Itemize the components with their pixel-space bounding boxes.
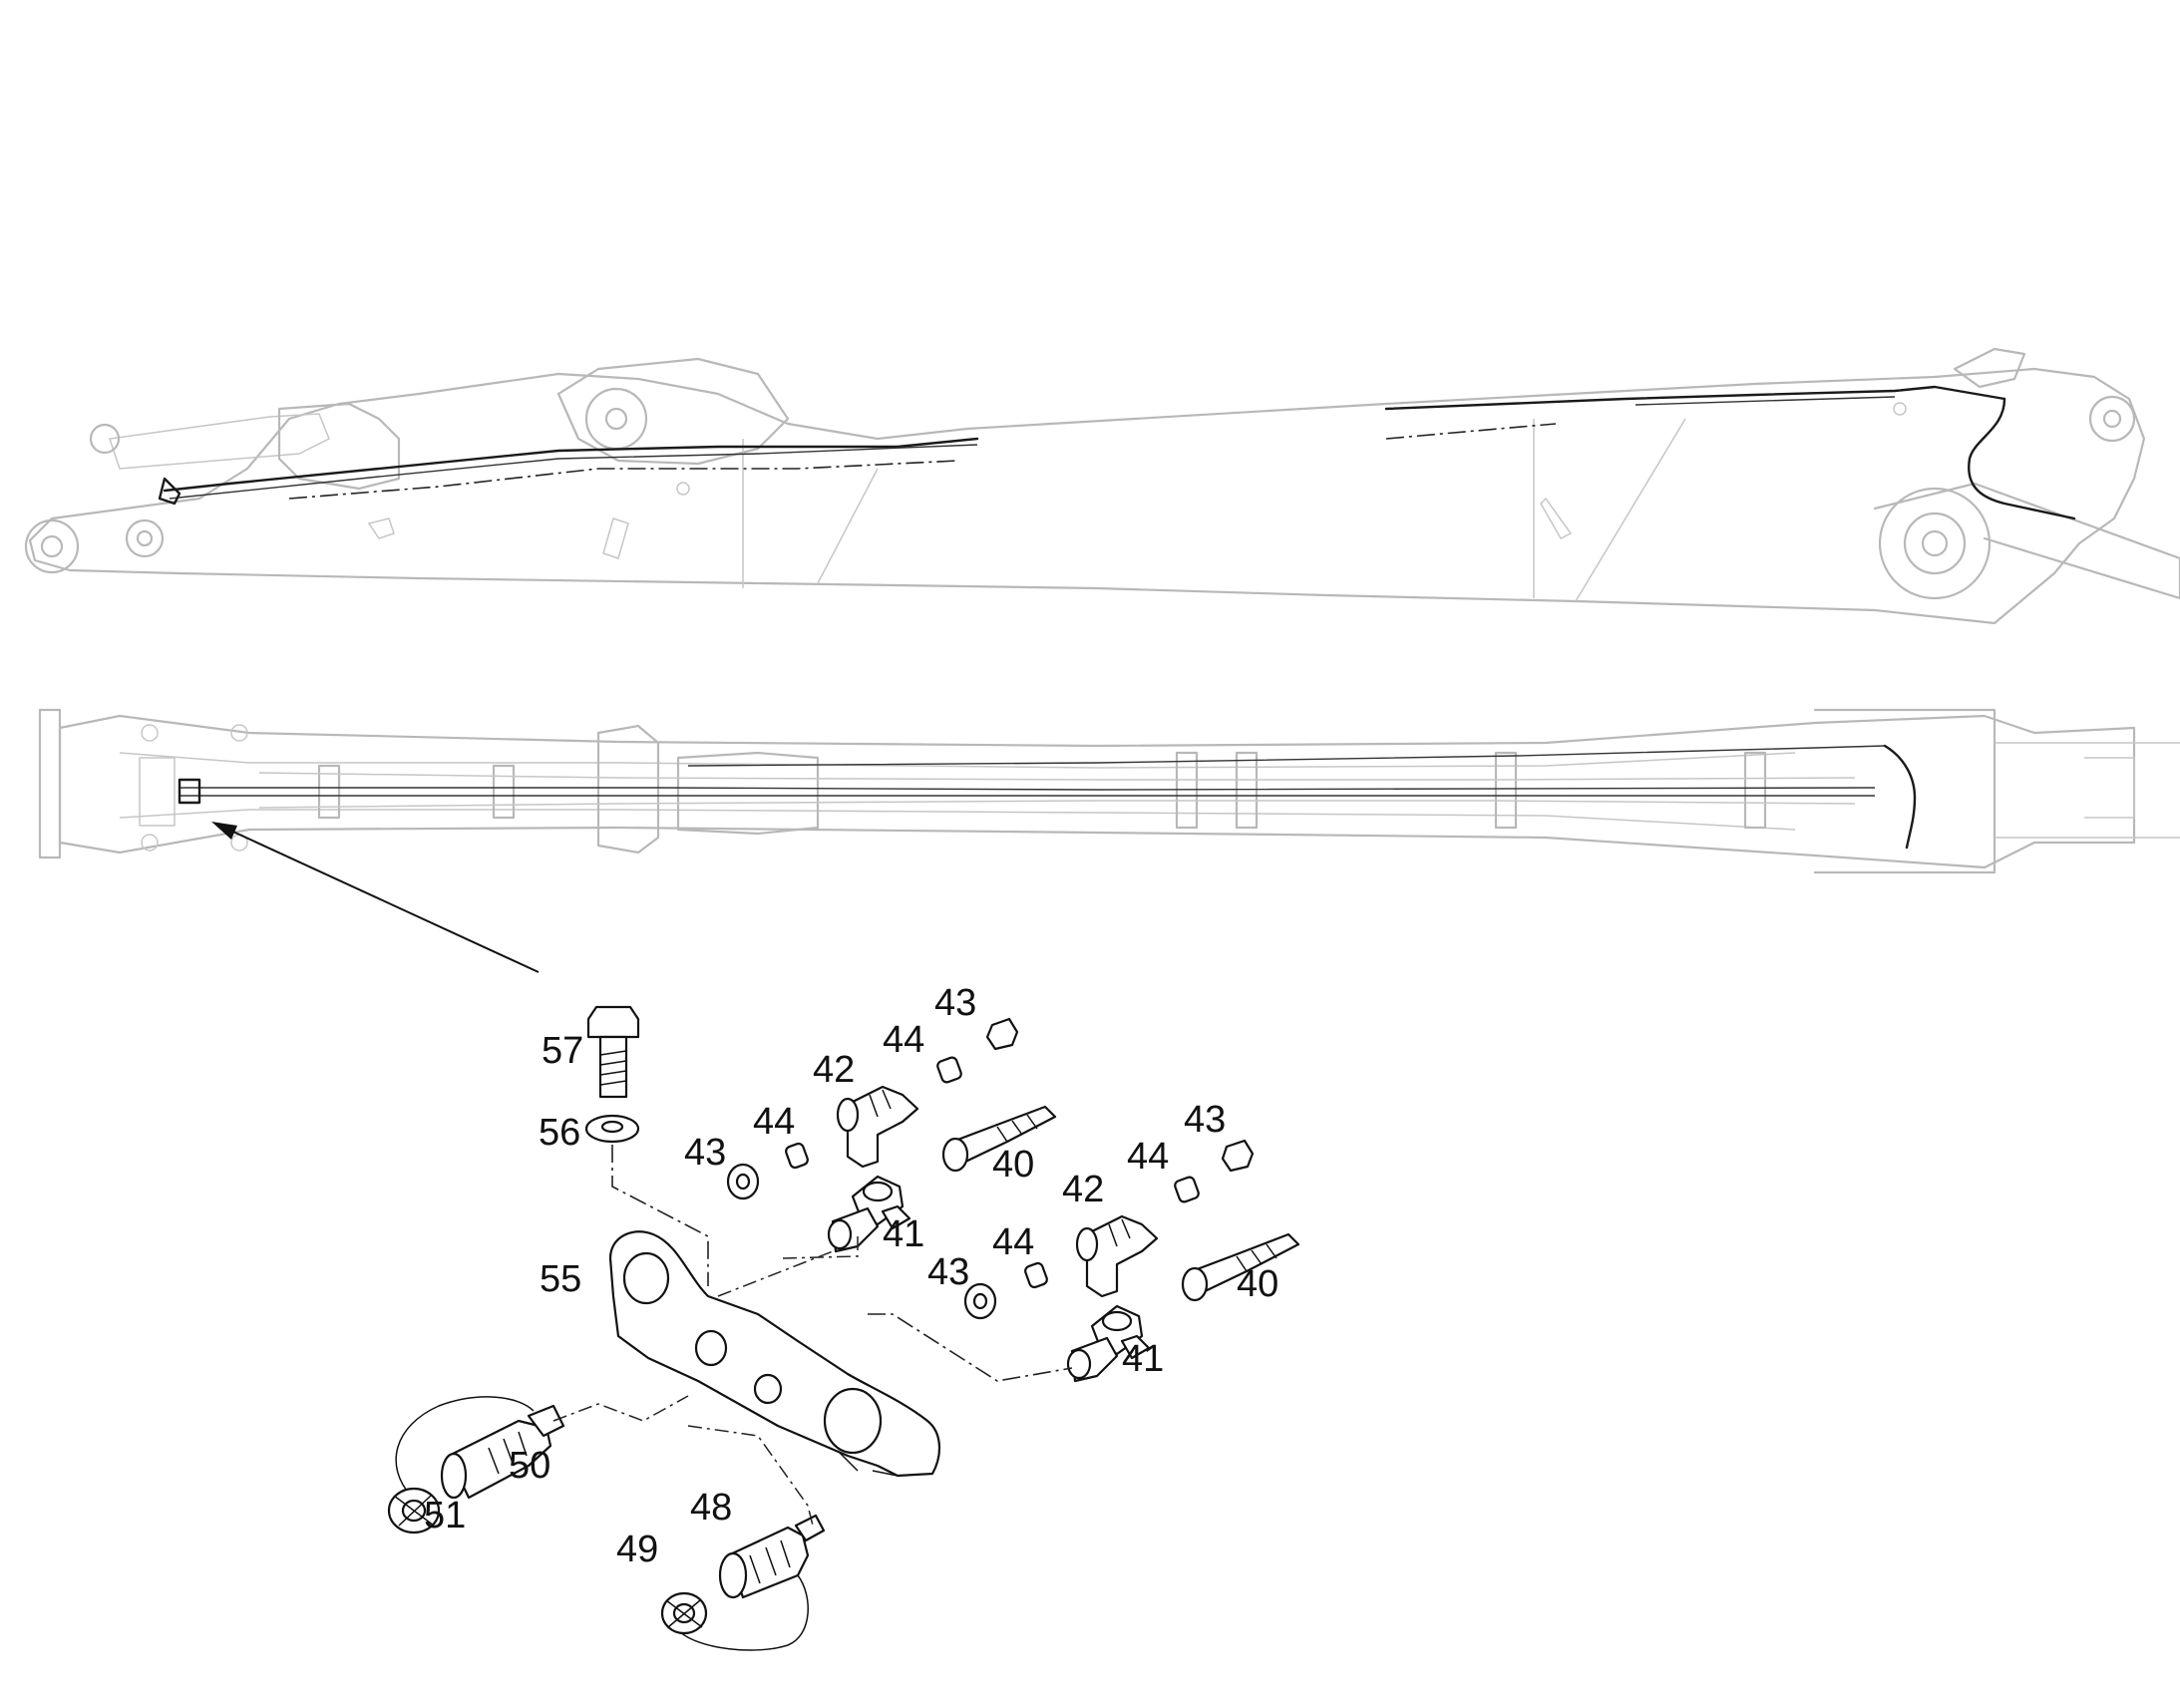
callout-44-lower-right: 44 [1127, 1136, 1169, 1178]
part-49-dust-cap [660, 1574, 809, 1651]
callout-48: 48 [690, 1487, 732, 1529]
callout-40-upper: 40 [992, 1144, 1034, 1186]
callout-49: 49 [616, 1529, 658, 1570]
assembly-center-lines [552, 1145, 1073, 1527]
upper-fitting-assembly [726, 1017, 1057, 1253]
callout-43-upper-right: 43 [934, 982, 976, 1024]
lower-fitting-assembly [963, 1139, 1300, 1383]
callout-42-upper: 42 [813, 1049, 855, 1091]
callout-labels: 57 56 55 50 51 48 49 43 44 42 44 43 40 4… [424, 982, 1278, 1570]
callout-56: 56 [539, 1112, 580, 1154]
boom-top-view [38, 708, 2180, 874]
part-56-washer [584, 1114, 640, 1144]
part-55-bracket-plate [608, 1230, 940, 1478]
callout-43-upper-left: 43 [684, 1132, 726, 1174]
callout-41-lower: 41 [1122, 1338, 1164, 1380]
callout-44-lower-left: 44 [992, 1221, 1034, 1263]
callout-44-upper-left: 44 [753, 1101, 795, 1143]
callout-41-upper: 41 [883, 1213, 924, 1255]
callout-43-lower-left: 43 [927, 1251, 969, 1293]
part-57-bolt [586, 1005, 640, 1099]
callout-44-upper-right: 44 [883, 1019, 924, 1061]
callout-42-lower: 42 [1062, 1169, 1104, 1210]
callout-55: 55 [540, 1258, 581, 1300]
part-48-coupling [718, 1514, 826, 1599]
callout-50: 50 [509, 1445, 550, 1487]
part-50-coupling [440, 1404, 565, 1500]
callout-43-lower-right: 43 [1184, 1099, 1226, 1141]
side-view-hose-routing [158, 385, 2076, 520]
detail-leader-arrow [211, 822, 540, 973]
callout-51: 51 [424, 1495, 466, 1537]
part-51-dust-cap [387, 1396, 535, 1535]
top-view-hose-routing [178, 744, 1917, 850]
callout-40-lower: 40 [1237, 1263, 1278, 1305]
callout-57: 57 [542, 1030, 583, 1072]
boom-side-view [24, 347, 2180, 625]
